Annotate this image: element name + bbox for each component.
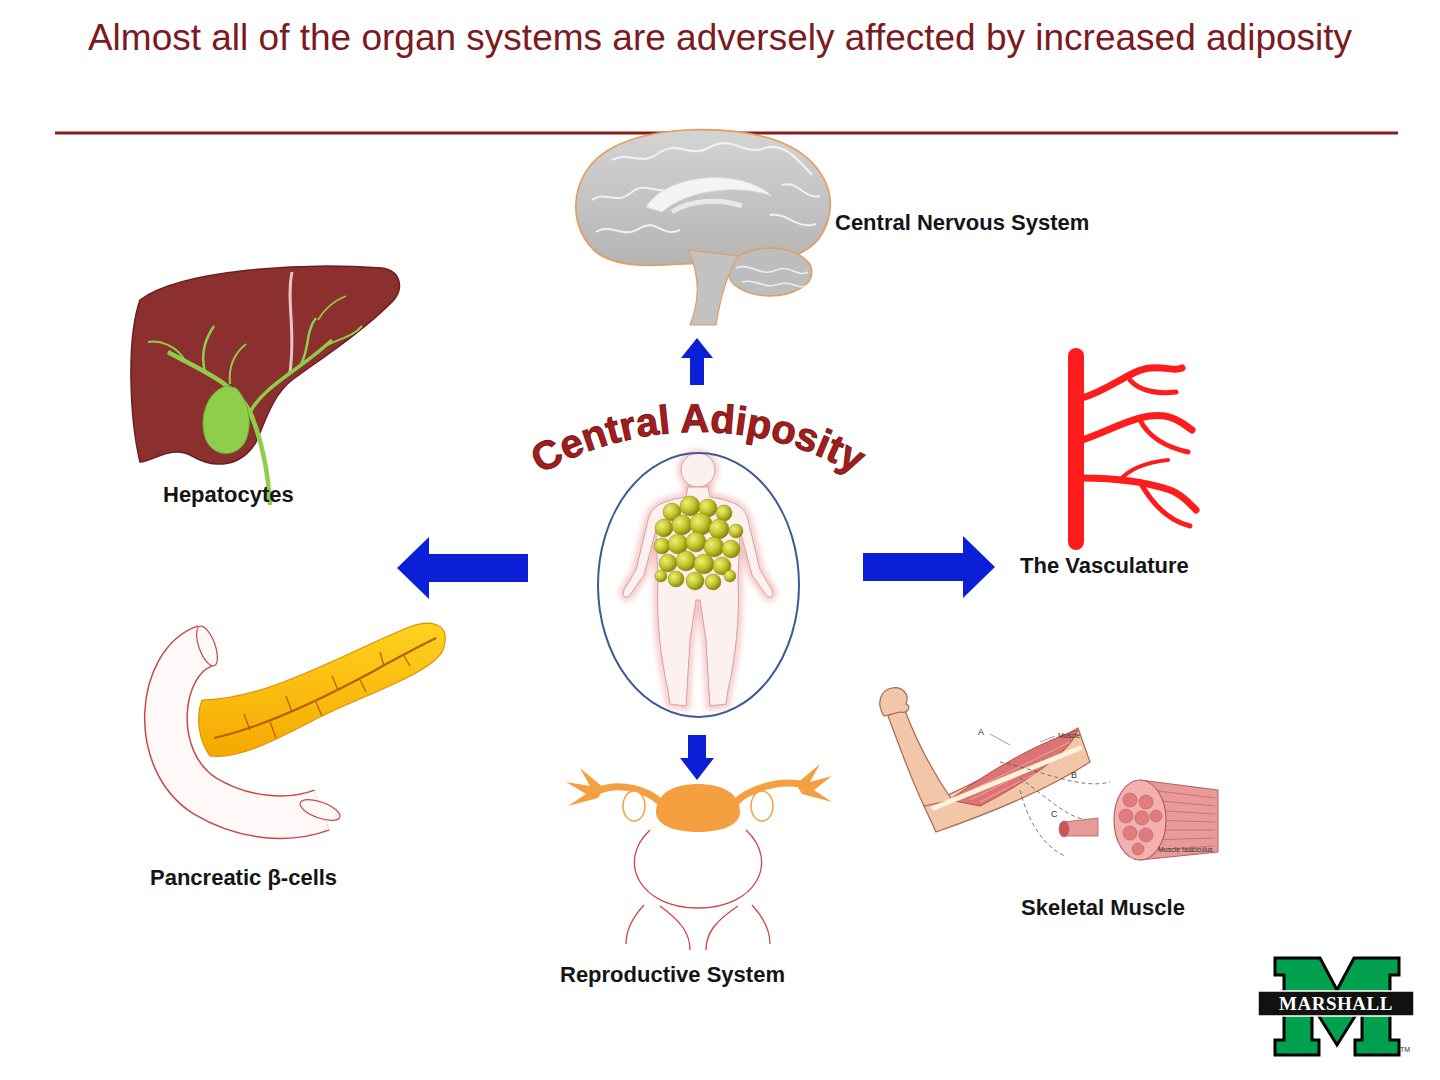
organ-label: Reproductive System: [560, 962, 785, 988]
part-label: Muscle: [1058, 732, 1080, 739]
organ-label: Central Nervous System: [835, 210, 1089, 236]
brain-illustration: [576, 130, 830, 325]
university-logo: [1258, 958, 1414, 1055]
organ-node: Pancreatic β-cells: [145, 612, 455, 895]
block-arrow: [863, 536, 995, 598]
arched-title: Central Adiposity: [524, 396, 874, 482]
oval-outline: Central Adiposity: [597, 452, 800, 718]
block-arrow: [681, 338, 713, 385]
slide-title: Almost all of the organ systems are adve…: [40, 10, 1400, 66]
callout-letter: B: [1071, 771, 1077, 780]
organ-label: Hepatocytes: [163, 482, 294, 508]
organ-node: Central Nervous System: [565, 128, 1135, 333]
oval-border: [598, 453, 799, 717]
trademark-mark: TM: [1400, 1046, 1410, 1053]
vessel-illustration: [1076, 356, 1196, 542]
organ-node: Reproductive System: [555, 780, 825, 992]
organ-label: The Vasculature: [1020, 553, 1189, 579]
arched-title-text: Central Adiposity: [524, 396, 874, 482]
organ-label: Skeletal Muscle: [1021, 895, 1185, 921]
liver-illustration: [131, 266, 399, 505]
title-layer: Almost all of the organ systems are adve…: [40, 10, 1400, 66]
organ-node: Skeletal Muscle: [870, 680, 1230, 925]
organ-node: The Vasculature: [995, 350, 1225, 585]
muscle-illustration: [880, 688, 1218, 860]
organ-node: Hepatocytes: [130, 262, 397, 585]
pancreas-illustration: [166, 623, 445, 825]
callout-letter: C: [1051, 810, 1058, 819]
block-arrow: [680, 735, 714, 780]
reproductive-illustration: [566, 764, 832, 950]
body-illustration: [623, 453, 772, 706]
block-arrow: [397, 537, 528, 599]
part-label: Muscle fasciculus: [1158, 846, 1213, 853]
central-adiposity-oval: Central Adiposity: [597, 452, 800, 718]
logo-text: MARSHALL: [1279, 994, 1393, 1013]
organ-label: Pancreatic β-cells: [150, 865, 337, 891]
callout-letter: A: [978, 728, 984, 737]
